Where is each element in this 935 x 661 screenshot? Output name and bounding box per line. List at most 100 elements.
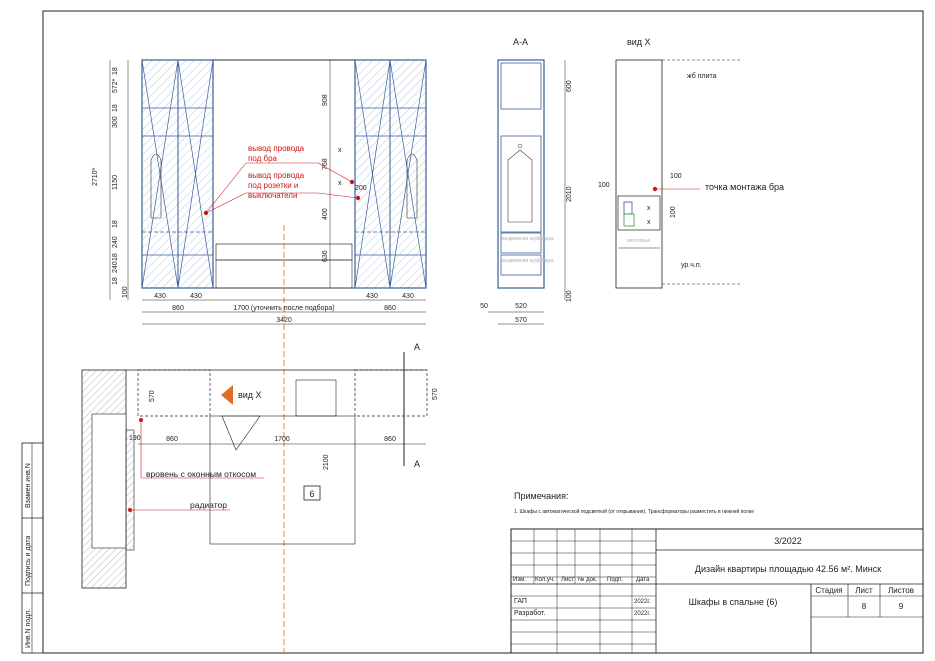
- svg-text:x: x: [647, 205, 651, 212]
- svg-text:600: 600: [566, 80, 573, 92]
- svg-text:572*: 572*: [112, 78, 119, 93]
- switch-icon: [623, 201, 633, 215]
- svg-text:50: 50: [480, 303, 488, 310]
- svg-text:860: 860: [384, 305, 396, 312]
- svg-text:2010: 2010: [566, 186, 573, 202]
- svg-text:636: 636: [322, 250, 329, 262]
- svg-text:выдвижная шуфлядка: выдвижная шуфлядка: [502, 258, 554, 264]
- slab-label: жб плита: [687, 72, 717, 80]
- role-gap: ГАП: [514, 598, 527, 605]
- hanger-icon: [507, 149, 533, 223]
- inv-orig-label: Инв.N подл.: [25, 609, 32, 648]
- svg-text:300: 300: [112, 116, 119, 128]
- svg-text:1150: 1150: [112, 175, 119, 190]
- svg-text:3420: 3420: [276, 317, 292, 324]
- project-title: Дизайн квартиры площадью 42.56 м². Минск: [695, 564, 881, 574]
- svg-text:570: 570: [149, 390, 156, 402]
- svg-text:Кол.уч.: Кол.уч.: [535, 577, 555, 583]
- svg-text:18: 18: [112, 67, 119, 75]
- svg-text:570: 570: [432, 388, 439, 400]
- svg-text:200: 200: [355, 185, 367, 192]
- view-x-arrow-label: вид Х: [238, 390, 262, 400]
- svg-text:860: 860: [384, 436, 396, 443]
- svg-text:430: 430: [366, 293, 378, 300]
- sconce-wire-label-line2: под бра: [248, 154, 278, 163]
- title-block: Изм. Кол.уч. Лист № док. Подп. Дата ГАП …: [510, 528, 924, 654]
- svg-text:выдвижная шуфлядка: выдвижная шуфлядка: [502, 236, 554, 242]
- svg-text:А: А: [414, 342, 420, 352]
- svg-text:100: 100: [598, 182, 610, 189]
- svg-text:18: 18: [112, 277, 119, 285]
- svg-text:1700: 1700: [274, 436, 290, 443]
- sconce-wire-label-line1: вывод провода: [248, 144, 305, 153]
- svg-text:Подп.: Подп.: [607, 577, 623, 583]
- view-x-title: вид Х: [627, 37, 651, 47]
- svg-text:100: 100: [122, 286, 129, 298]
- radiator-label: радиатор: [190, 500, 227, 510]
- svg-text:190: 190: [129, 435, 141, 442]
- svg-text:908: 908: [322, 94, 329, 106]
- doc-code: 3/2022: [774, 536, 802, 546]
- svg-text:240: 240: [112, 236, 119, 248]
- svg-text:100: 100: [670, 173, 682, 180]
- svg-text:430: 430: [154, 293, 166, 300]
- side-stamp: Взамен инв.N Подпись и дата Инв.N подл.: [21, 442, 44, 654]
- svg-text:Лист: Лист: [855, 586, 873, 595]
- svg-text:430: 430: [190, 293, 202, 300]
- svg-text:18: 18: [112, 104, 119, 112]
- svg-text:100: 100: [670, 206, 677, 218]
- floor-level-label: ур.ч.п.: [681, 262, 702, 269]
- svg-text:изголовье: изголовье: [627, 238, 650, 244]
- sconce-point-label: точка монтажа бра: [705, 182, 784, 192]
- svg-text:Листов: Листов: [888, 586, 914, 595]
- svg-text:1700 (уточнить после подбора): 1700 (уточнить после подбора): [233, 304, 334, 312]
- svg-text:18: 18: [112, 253, 119, 261]
- sheet-number: 8: [862, 602, 867, 611]
- sheet-title: Шкафы в спальне (6): [689, 597, 778, 607]
- svg-text:2100: 2100: [323, 454, 330, 470]
- svg-text:x: x: [647, 219, 651, 226]
- svg-text:100: 100: [566, 290, 573, 302]
- plan-bed: [209, 415, 356, 545]
- notes-title: Примечания:: [514, 491, 568, 501]
- view-x: вид Х изголовье жб плита ур.ч.п. точка м…: [598, 37, 784, 289]
- radiator-shape: [125, 429, 135, 551]
- sheets-total: 9: [899, 602, 904, 611]
- svg-text:768: 768: [322, 158, 329, 170]
- svg-text:Изм.: Изм.: [513, 577, 526, 583]
- svg-text:860: 860: [172, 305, 184, 312]
- svg-text:А: А: [414, 459, 420, 469]
- svg-text:x: x: [338, 180, 342, 187]
- notes-item-1: 1. Шкафы с автоматической подсветкой (от…: [514, 508, 754, 515]
- svg-text:570: 570: [515, 317, 527, 324]
- socket-wire-label-line2: под розетки и: [248, 181, 298, 190]
- left-handle-icon: [150, 153, 162, 219]
- svg-text:Стадия: Стадия: [815, 586, 842, 595]
- replaced-inv-label: Взамен инв.N: [25, 463, 32, 508]
- svg-text:520: 520: [515, 303, 527, 310]
- svg-text:Дата: Дата: [636, 577, 650, 583]
- svg-text:18: 18: [112, 220, 119, 228]
- view-x-arrow: [221, 385, 233, 405]
- svg-text:x: x: [338, 147, 342, 154]
- svg-text:2022г.: 2022г.: [634, 599, 651, 605]
- section-aa: А-А выдвижная шуфлядка выдвижная шуфлядк…: [480, 37, 573, 325]
- svg-text:Лист: Лист: [561, 577, 574, 583]
- role-developer: Разработ.: [514, 609, 545, 617]
- sheet-frame: [42, 10, 924, 654]
- notes: Примечания: 1. Шкафы с автоматической по…: [514, 491, 754, 515]
- svg-text:400: 400: [322, 208, 329, 220]
- svg-text:2022г.: 2022г.: [634, 611, 651, 617]
- section-aa-title: А-А: [513, 37, 528, 47]
- svg-text:240: 240: [112, 261, 119, 273]
- sign-date-label: Подпись и дата: [25, 536, 32, 586]
- right-handle-icon: [406, 153, 418, 219]
- room-number: 6: [309, 489, 314, 499]
- socket-wire-label-line3: выключатели: [248, 191, 297, 200]
- socket-wire-label-line1: вывод провода: [248, 171, 305, 180]
- plan-view: вид Х А А 570 570 190 860 1700 860 2100 …: [81, 342, 439, 589]
- socket-icon: [623, 213, 635, 227]
- plan-right-wardrobe: [354, 369, 428, 417]
- front-elevation: вывод провода под бра вывод провода под …: [92, 59, 427, 655]
